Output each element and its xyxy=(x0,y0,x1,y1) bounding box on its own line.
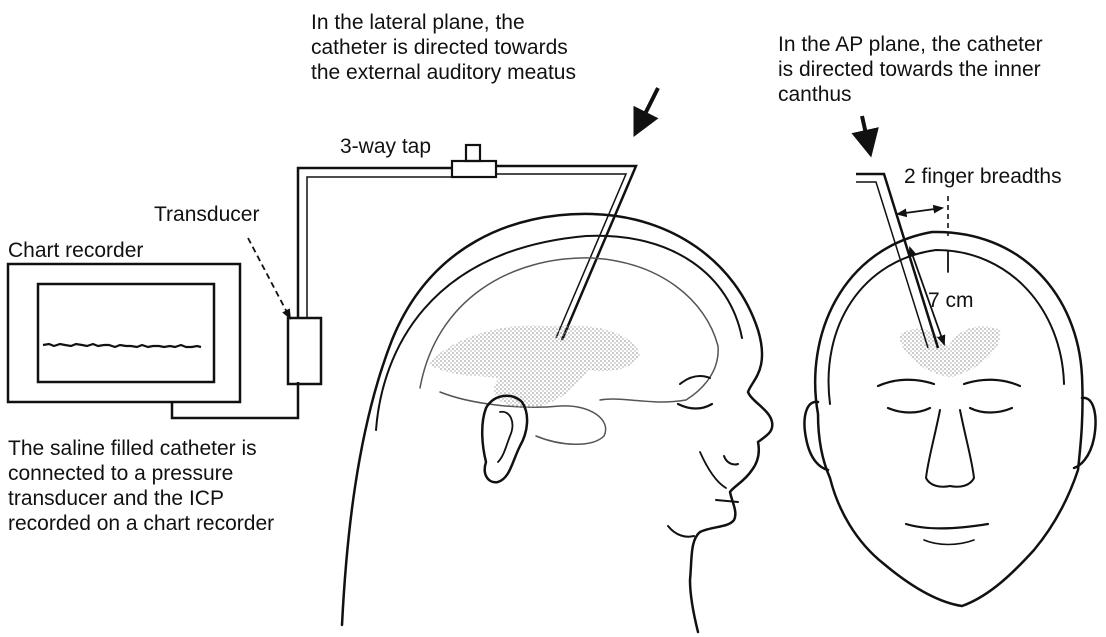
lateral-plane-arrow xyxy=(636,88,658,132)
ventricles-frontal xyxy=(900,326,1001,377)
transducer-body xyxy=(288,318,321,384)
catheter-tubing xyxy=(298,145,636,340)
three-way-tap-handle xyxy=(466,145,480,161)
frontal-mouth xyxy=(906,524,988,529)
icp-trace xyxy=(43,344,201,347)
tube-tap-to-head-inner xyxy=(496,174,626,338)
ventricles-lateral xyxy=(428,325,640,408)
pressure-transducer xyxy=(248,238,321,384)
frontal-eye-left xyxy=(888,408,930,413)
lateral-scalp-outline xyxy=(342,214,772,632)
transducer-label: Transducer xyxy=(154,202,259,227)
lateral-chin xyxy=(668,526,694,537)
lateral-head xyxy=(342,214,772,632)
chart-recorder xyxy=(8,264,298,418)
lateral-plane-note: In the lateral plane, the catheter is di… xyxy=(311,10,576,85)
three-way-tap-label: 3-way tap xyxy=(340,134,431,159)
frontal-eyebrow-right xyxy=(964,380,1020,386)
lateral-nostril xyxy=(724,456,738,465)
lateral-ear-inner xyxy=(498,412,512,462)
chart-recorder-label: Chart recorder xyxy=(8,238,143,263)
frontal-ear-right xyxy=(1074,398,1096,468)
tube-transducer-to-tap xyxy=(298,168,452,318)
lateral-ear xyxy=(482,396,527,483)
finger-breadth-dimension xyxy=(898,208,942,214)
depth-label: 7 cm xyxy=(928,288,974,313)
lateral-lips xyxy=(716,500,738,502)
tube-inner xyxy=(307,177,452,318)
frontal-eye-right xyxy=(970,408,1012,413)
three-way-tap-body xyxy=(452,161,496,177)
chart-recorder-screen xyxy=(38,284,214,382)
ap-plane-note: In the AP plane, the catheter is directe… xyxy=(778,32,1043,107)
lateral-eye-closed xyxy=(678,404,712,409)
frontal-lip-lower xyxy=(924,540,974,545)
transducer-pointer-arrow xyxy=(248,238,290,318)
frontal-nose xyxy=(926,410,974,487)
lateral-nasolabial xyxy=(700,452,726,488)
finger-breadths-label: 2 finger breadths xyxy=(904,164,1062,189)
caption: The saline filled catheter is connected … xyxy=(8,436,274,536)
recorder-cable xyxy=(172,382,298,418)
frontal-skull-inner xyxy=(829,250,1064,404)
ap-plane-arrow xyxy=(862,116,870,152)
frontal-eyebrow-left xyxy=(878,380,934,386)
